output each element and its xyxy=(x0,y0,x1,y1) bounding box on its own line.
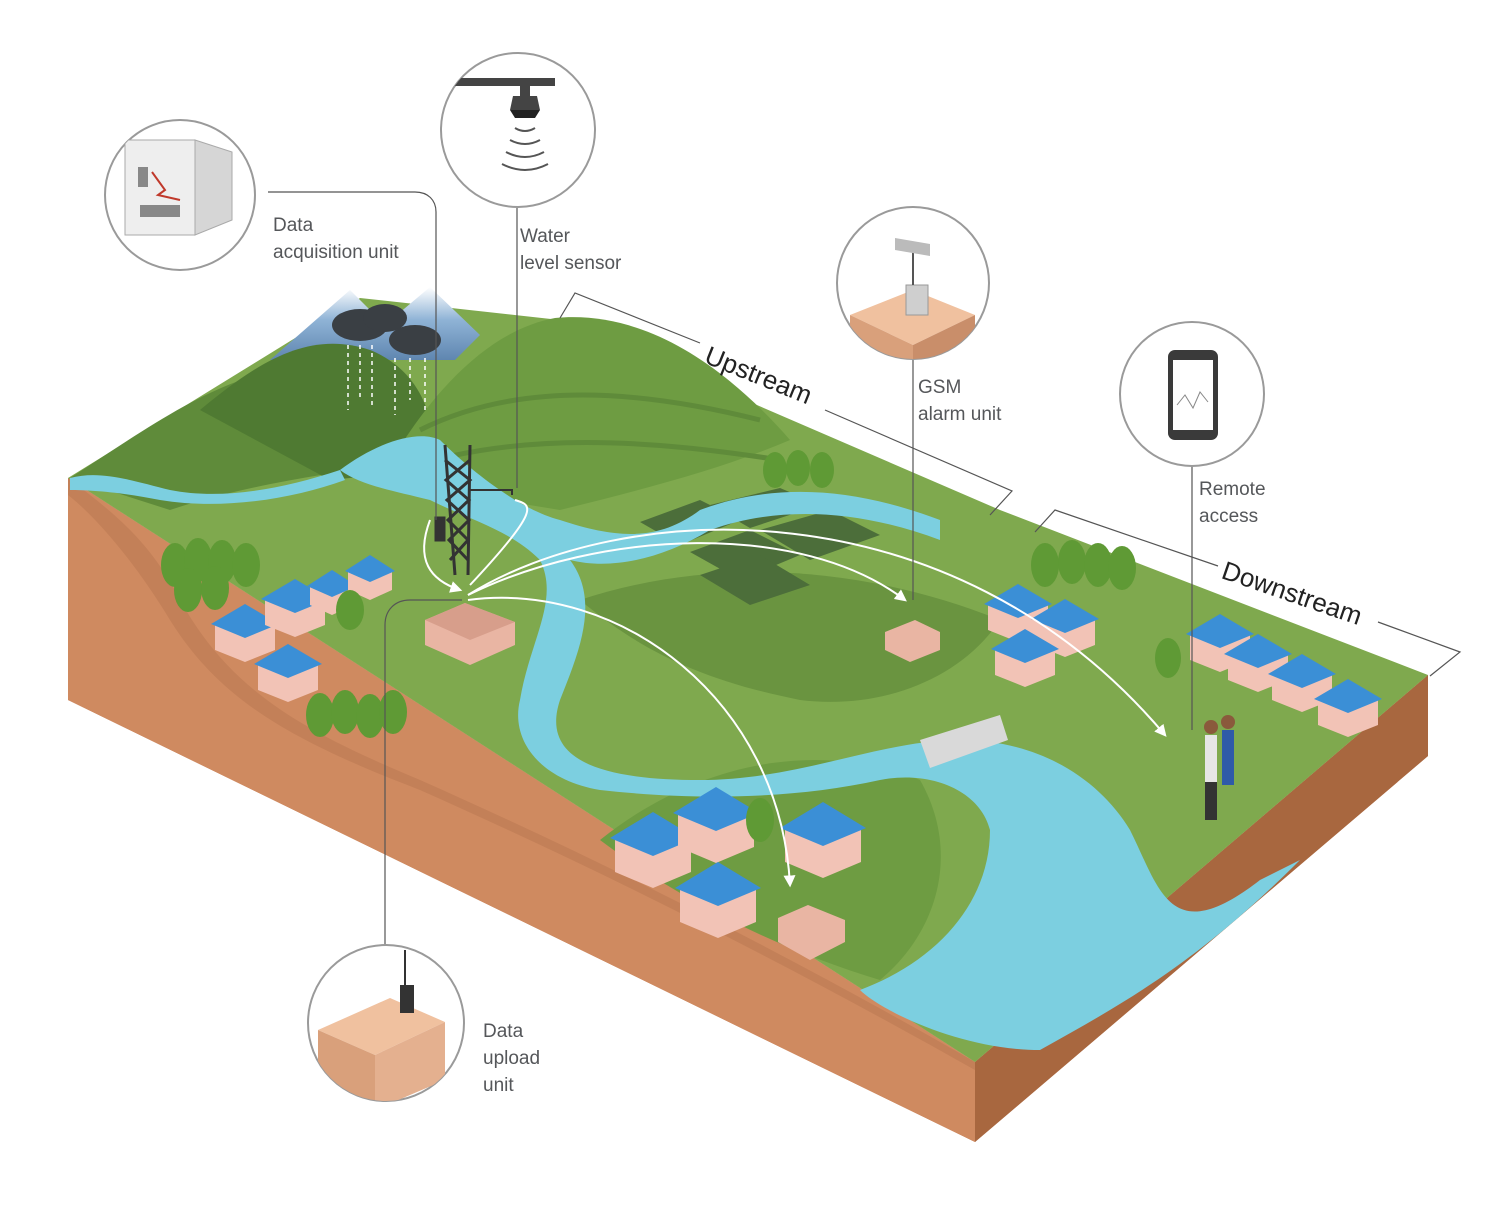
callout-data-acquisition xyxy=(105,120,255,270)
data-cabinet-icon xyxy=(125,140,232,235)
callout-data-upload xyxy=(308,945,464,1110)
callout-remote-access xyxy=(1120,322,1264,466)
smartphone-icon xyxy=(1168,350,1218,440)
callout-gsm-alarm xyxy=(837,207,989,375)
callout-water-level-sensor xyxy=(441,53,595,207)
